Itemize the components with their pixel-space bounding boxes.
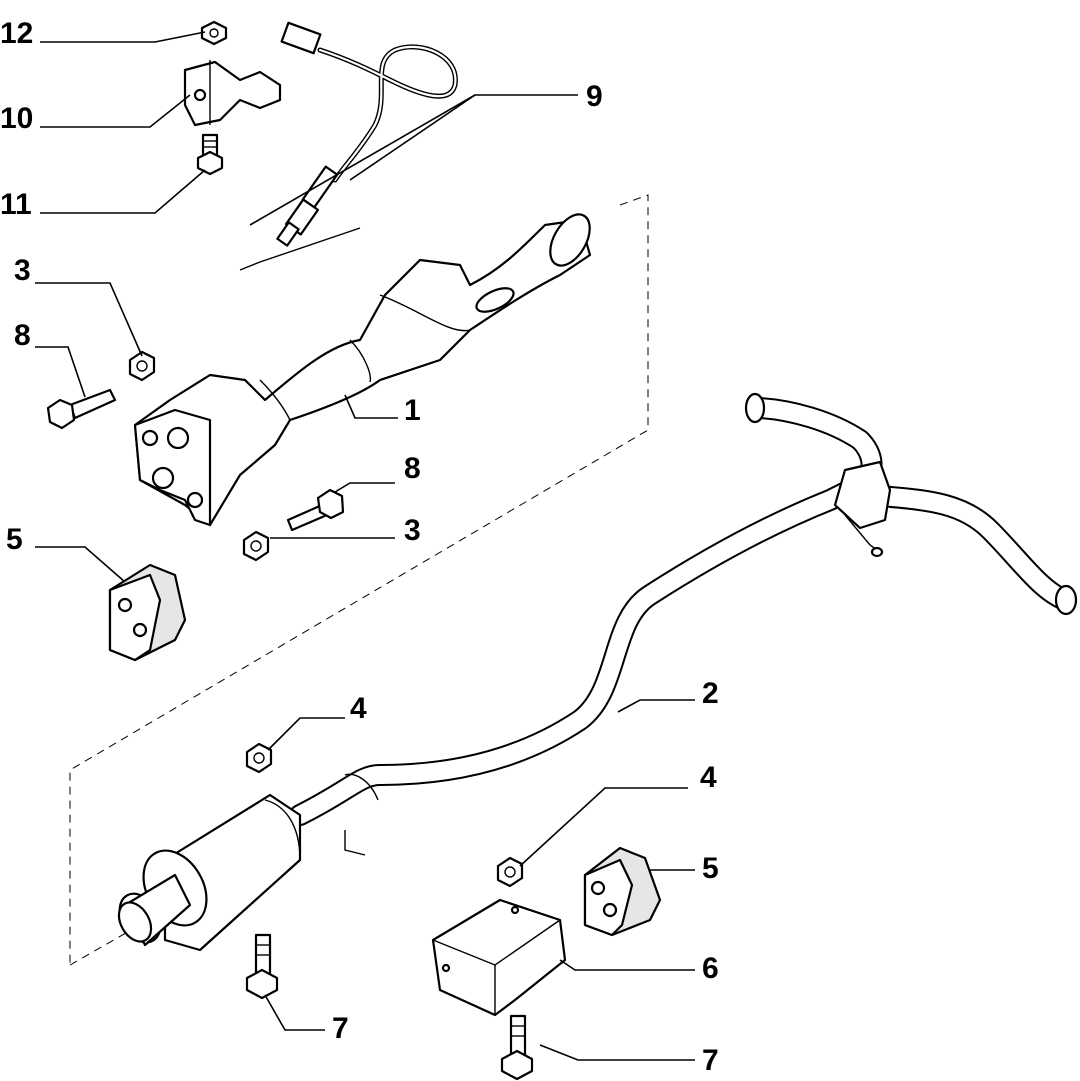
flange-bolt-left bbox=[46, 388, 117, 430]
callout-12: 12 bbox=[0, 17, 33, 50]
callout-9: 9 bbox=[586, 80, 603, 113]
rubber-mount-left bbox=[108, 563, 187, 662]
callout-4-right: 4 bbox=[700, 761, 717, 794]
flange-bolt-right bbox=[286, 488, 345, 532]
callout-5-right: 5 bbox=[702, 852, 719, 885]
callout-7-left: 7 bbox=[332, 1012, 349, 1045]
callout-6: 6 bbox=[702, 952, 719, 985]
leader-lines bbox=[35, 31, 695, 1061]
bracket-bolt-right bbox=[500, 1014, 534, 1081]
callout-3-upper: 3 bbox=[14, 254, 31, 287]
callout-8-lower: 8 bbox=[404, 452, 421, 485]
rubber-mount-right bbox=[583, 846, 662, 937]
callout-1: 1 bbox=[404, 394, 421, 427]
mount-nut-right bbox=[496, 856, 524, 888]
clamp-bolt bbox=[196, 133, 224, 176]
callout-5-left: 5 bbox=[6, 523, 23, 556]
rear-pipe bbox=[289, 392, 1078, 856]
callout-10: 10 bbox=[0, 102, 33, 135]
mounting-bracket bbox=[431, 898, 567, 1017]
callout-4-left: 4 bbox=[350, 692, 367, 725]
flange-nut-left bbox=[128, 350, 156, 382]
callout-3-lower: 3 bbox=[404, 514, 421, 547]
mounting-clamp bbox=[183, 60, 282, 127]
callout-2: 2 bbox=[702, 677, 719, 710]
clamp-nut bbox=[200, 20, 228, 46]
mount-nut-left bbox=[245, 742, 273, 774]
callout-11: 11 bbox=[0, 188, 32, 221]
rear-silencer bbox=[117, 793, 302, 952]
callout-7-right: 7 bbox=[702, 1044, 719, 1077]
bracket-bolt-left bbox=[245, 933, 279, 1000]
callout-8-upper: 8 bbox=[14, 319, 31, 352]
flange-nut-right bbox=[242, 530, 270, 562]
oxygen-sensor bbox=[276, 21, 458, 247]
front-pipe-with-catalytic-converter bbox=[133, 213, 592, 527]
